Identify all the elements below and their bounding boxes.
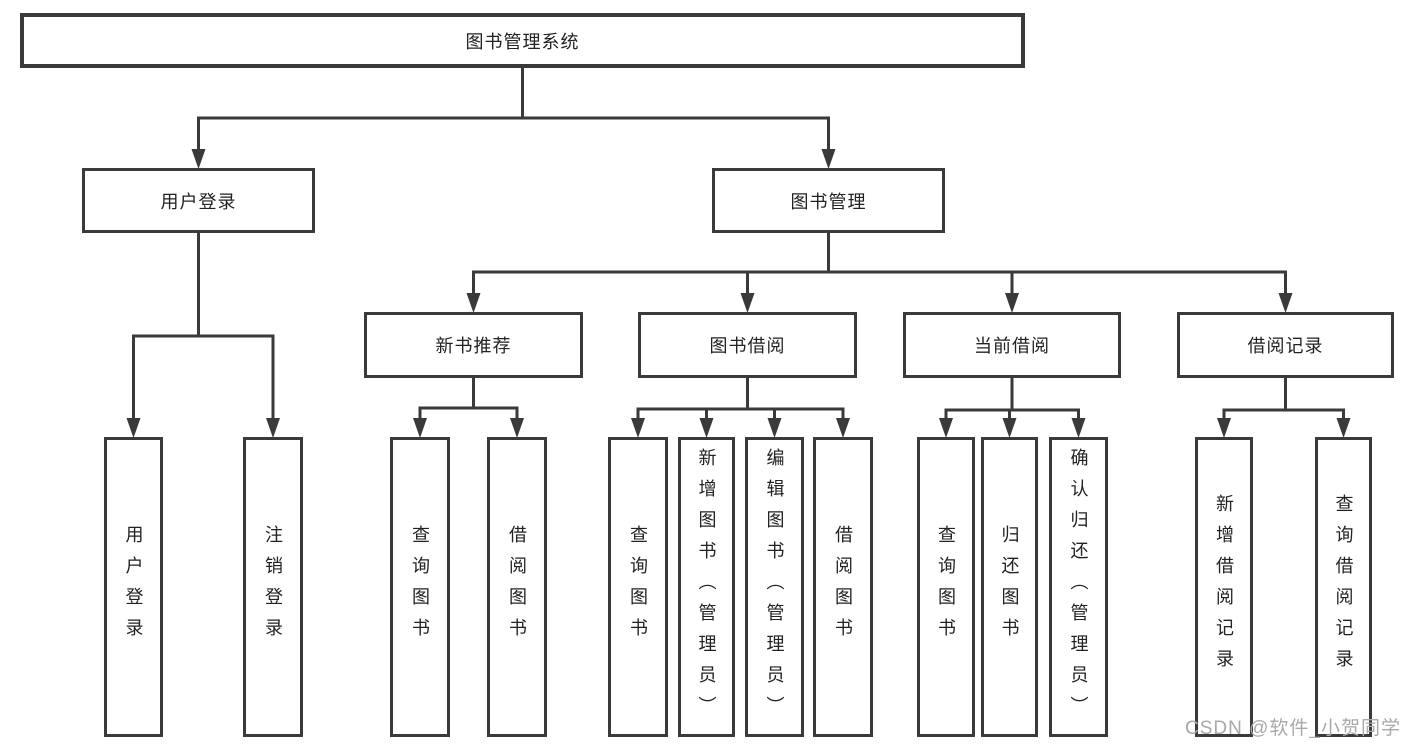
node-book-management-system: 图书管理系统 [20, 13, 1025, 68]
leaf-user-login: 用户登录 [104, 437, 163, 737]
leaf-logout: 注销登录 [243, 437, 303, 737]
node-new-book-recommend: 新书推荐 [364, 312, 583, 378]
node-current-borrowing: 当前借阅 [903, 312, 1121, 378]
node-user-login: 用户登录 [82, 168, 315, 233]
node-book-management: 图书管理 [712, 168, 945, 233]
leaf-edit-book-admin: 编辑图书（管理员） [745, 437, 804, 737]
leaf-return-book: 归还图书 [981, 437, 1038, 737]
leaf-query-books-1: 查询图书 [390, 437, 450, 737]
leaf-query-books-3: 查询图书 [917, 437, 975, 737]
leaf-confirm-return-admin: 确认归还（管理员） [1049, 437, 1108, 737]
leaf-query-borrow-record: 查询借阅记录 [1315, 437, 1372, 737]
node-borrowing-records: 借阅记录 [1177, 312, 1394, 378]
leaf-add-book-admin: 新增图书（管理员） [678, 437, 735, 737]
leaf-borrow-books-2: 借阅图书 [813, 437, 873, 737]
leaf-query-books-2: 查询图书 [608, 437, 668, 737]
leaf-add-borrow-record: 新增借阅记录 [1195, 437, 1253, 737]
csdn-watermark: CSDN @软件_小贺同学 [1185, 718, 1401, 739]
leaf-borrow-books-1: 借阅图书 [487, 437, 547, 737]
node-book-borrowing: 图书借阅 [638, 312, 857, 378]
